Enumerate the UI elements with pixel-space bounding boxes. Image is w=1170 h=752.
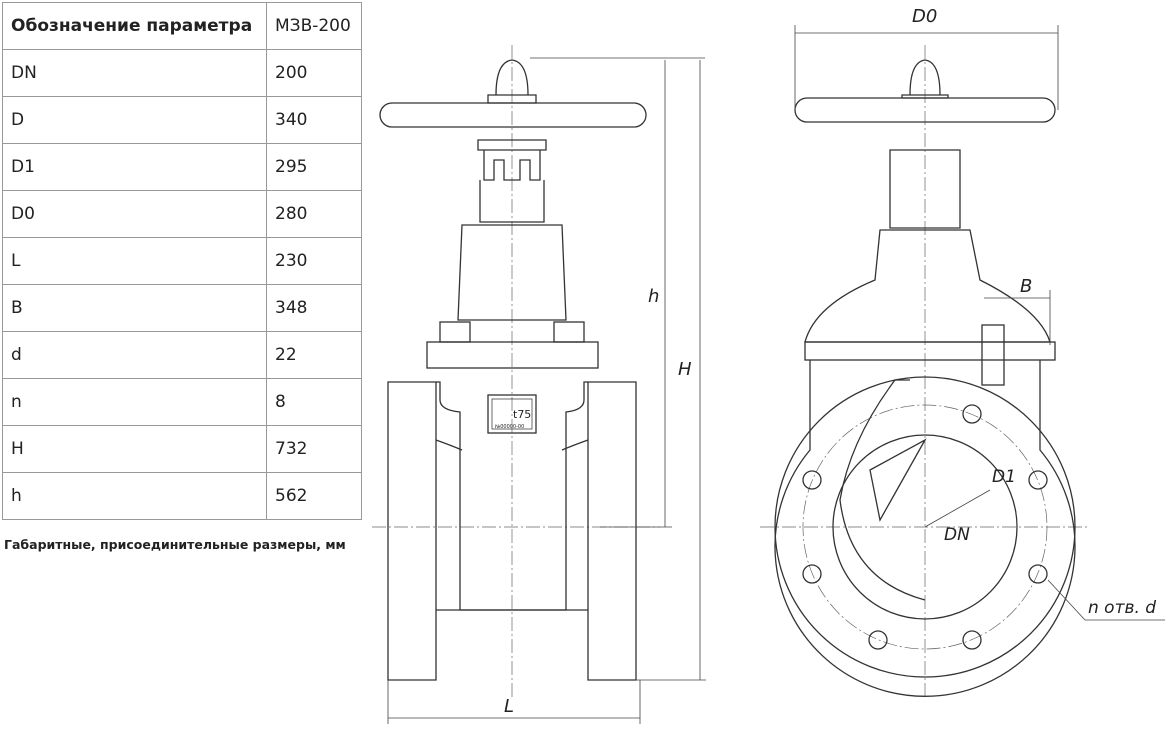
param-value: 348 [266, 284, 362, 332]
param-name: D1 [2, 143, 267, 191]
side-dimensions: D0 B D1 DN n отв. d [794, 6, 1165, 621]
table-header-row: Обозначение параметра МЗВ-200 [2, 2, 362, 50]
param-value: 562 [266, 472, 362, 520]
dim-L-label: L [504, 696, 514, 717]
side-view [760, 45, 1090, 700]
header-param: Обозначение параметра [2, 2, 267, 50]
table-caption: Габаритные, присоединительные размеры, м… [4, 537, 346, 552]
param-name: L [2, 237, 267, 285]
dim-B-label: B [1020, 276, 1032, 297]
param-name: n [2, 378, 267, 426]
dim-D1-label: D1 [992, 467, 1016, 487]
plate-mark: t75 [513, 408, 531, 421]
param-value: 22 [266, 331, 362, 379]
holes-label: n отв. d [1088, 598, 1156, 618]
plate-number: №00000-00 [495, 424, 524, 430]
dim-h-label: h [648, 286, 659, 307]
header-model: МЗВ-200 [266, 2, 362, 50]
param-value: 230 [266, 237, 362, 285]
handwheel [379, 102, 647, 128]
param-name: h [2, 472, 267, 520]
dim-D0-label: D0 [912, 6, 937, 27]
param-name: d [2, 331, 267, 379]
name-plate [487, 394, 537, 434]
front-dimensions: h H L [387, 57, 706, 724]
param-value: 200 [266, 49, 362, 97]
param-value: 295 [266, 143, 362, 191]
param-name: D0 [2, 190, 267, 238]
dim-H-label: H [678, 359, 692, 380]
front-view: t75 №00000-00 [372, 45, 660, 700]
param-name: B [2, 284, 267, 332]
param-value: 280 [266, 190, 362, 238]
param-value: 340 [266, 96, 362, 144]
dim-DN-label: DN [944, 525, 970, 545]
